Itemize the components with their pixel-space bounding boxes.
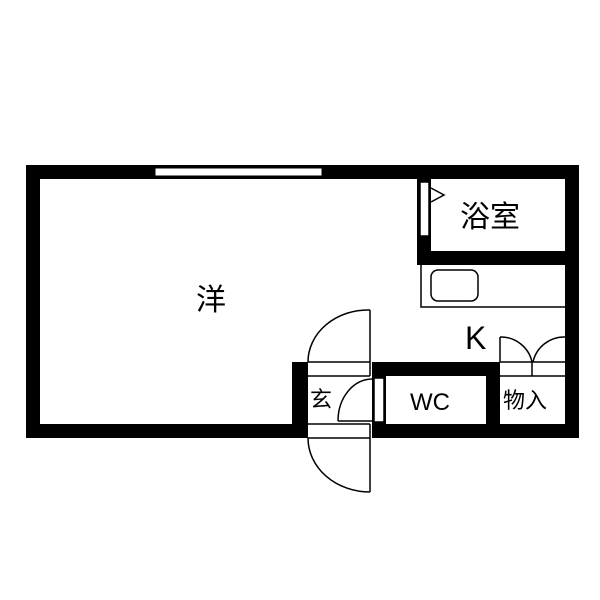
right-wall [565,165,579,438]
entrance-inner-door [307,309,371,377]
room-label-storage: 物入 [503,389,548,414]
bath-door-swing [430,187,446,203]
wc-top-wall [372,362,500,376]
kitchen-counter [420,265,565,308]
window [154,167,323,177]
room-label-kitchen: K [465,320,487,356]
bottom-wall-right [372,424,579,438]
sink-icon [430,269,479,302]
room-label-entrance: 玄 [310,388,333,413]
bottom-wall-left [26,424,308,438]
wc-door [337,377,385,423]
room-label-toilet: WC [410,389,450,416]
bath-bottom-wall [417,251,567,265]
left-wall [26,165,40,438]
wc-right-wall [486,362,500,438]
bath-door [419,181,430,237]
room-label-bathroom: 浴室 [460,200,520,235]
room-label-western: 洋 [196,283,226,318]
storage-doors [499,336,566,377]
entrance-outer-door [307,423,371,493]
entrance-left-wall [292,362,308,438]
